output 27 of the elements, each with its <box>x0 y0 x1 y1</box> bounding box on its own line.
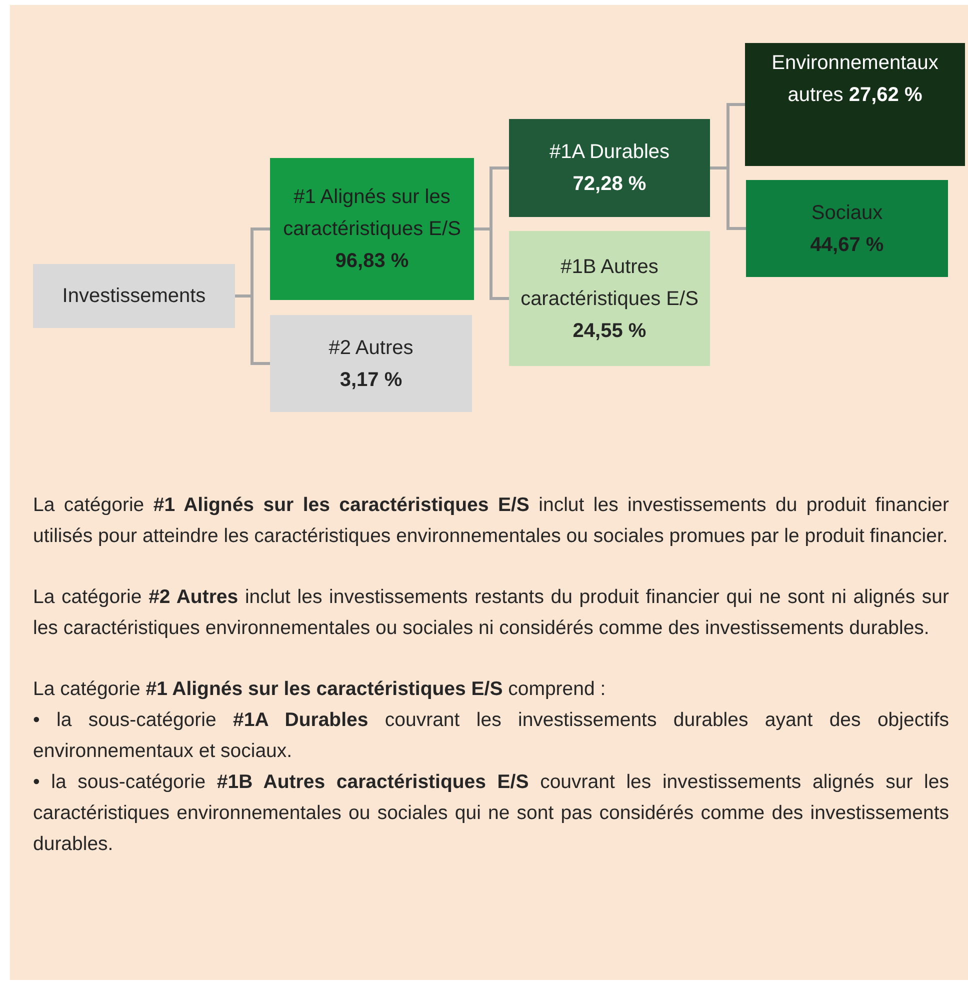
category-box <box>33 264 235 328</box>
category-box <box>509 231 710 366</box>
category-name: #2 Autres <box>328 336 414 360</box>
explanation-paragraph: • la sous-catégorie #1B Autres caractéristiques E/S couvrant les investissements alignés sur les caractéristiques environnementales ou sociales qui ne sont pas considérés comme des investissements durables. <box>33 770 949 857</box>
category-box <box>509 119 710 217</box>
category-box <box>270 158 474 300</box>
category-box <box>746 180 948 277</box>
percentage-value: 72,28 % <box>572 172 646 197</box>
percentage-value: 24,55 % <box>572 318 646 344</box>
connector-line <box>235 294 270 365</box>
category-name: #1 Alignés sur les caractéristiques E/S <box>282 185 462 242</box>
category-name: #1A Durables <box>549 140 670 165</box>
category-name: Environnementaux autres 27,62 % <box>770 51 940 108</box>
explanation-paragraph: La catégorie #1 Alignés sur les caractéristiques E/S comprend : <box>33 677 607 702</box>
explanation-paragraph: La catégorie #1 Alignés sur les caractéristiques E/S inclut les investissements du produit financier utilisés pour atteindre les caractéristiques environnementales ou sociales promues par le produit financier. <box>33 493 949 549</box>
explanation-paragraph: • la sous-catégorie #1A Durables couvrant les investissements durables ayant des objectifs environnementaux et sociaux. <box>33 708 949 764</box>
category-box <box>745 43 965 166</box>
category-box <box>270 315 472 412</box>
connector-line <box>710 166 746 230</box>
explanation-paragraph: La catégorie #2 Autres inclut les investissements restants du produit financier qui ne sont ni alignés sur les caractéristiques environnementales ou sociales ni considérés comme des investissements durables. <box>33 585 949 641</box>
percentage-value: 44,67 % <box>810 232 884 258</box>
percentage-value: 3,17 % <box>340 368 402 392</box>
percentage-value: 96,83 % <box>335 249 409 274</box>
category-name: Sociaux <box>811 200 883 226</box>
connector-line <box>474 228 509 300</box>
category-name: #1B Autres caractéristiques E/S <box>520 254 700 312</box>
category-name: Investissements <box>62 284 206 309</box>
